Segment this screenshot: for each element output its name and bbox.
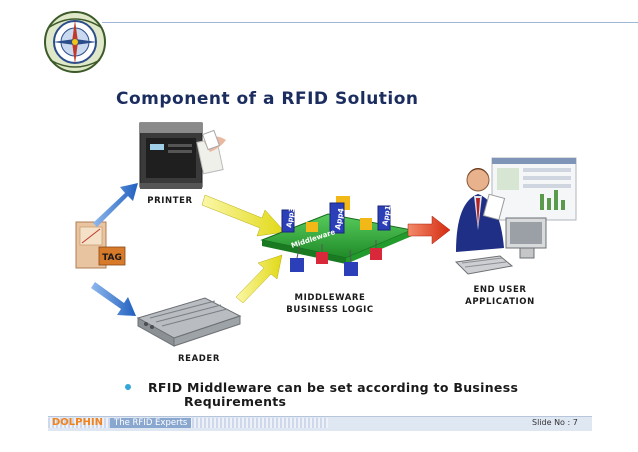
- enduser-workstation: [454, 157, 577, 275]
- tag-label: TAG: [102, 253, 122, 263]
- tag-card: [75, 221, 126, 269]
- arrow-reader-to-middleware: [235, 254, 283, 304]
- printer-device: [139, 122, 226, 189]
- reader-device: [136, 297, 242, 347]
- middleware-board: [260, 196, 414, 276]
- bullet-line2: Requirements: [184, 394, 287, 409]
- bullet-dot: [125, 384, 131, 390]
- arrow-printer-to-middleware: [201, 194, 286, 237]
- enduser-label-line2: APPLICATION: [465, 297, 535, 307]
- bullet-line1: RFID Middleware can be set according to …: [148, 380, 519, 395]
- arrow-tag-to-reader: [91, 282, 136, 316]
- app1-label: App1: [381, 205, 392, 227]
- dolphin-logo-emblem: [44, 11, 106, 73]
- arrow-middleware-to-enduser: [407, 215, 451, 245]
- middleware-label-line1: MIDDLEWARE: [295, 293, 366, 303]
- header-rule: [102, 22, 638, 23]
- footer-slide-number: Slide No : 7: [532, 418, 578, 427]
- slide-title: Component of a RFID Solution: [116, 89, 419, 109]
- footer-tagline: The RFID Experts: [110, 418, 192, 428]
- enduser-label-line1: END USER: [473, 285, 526, 295]
- app3-label: App3: [285, 207, 296, 229]
- reader-label: READER: [178, 354, 220, 364]
- middleware-label-line2: BUSINESS LOGIC: [286, 305, 374, 315]
- printer-label: PRINTER: [147, 196, 192, 206]
- footer-brand: DOLPHIN: [52, 417, 103, 428]
- app4-label: App4: [333, 207, 346, 230]
- arrow-tag-to-printer: [93, 183, 138, 227]
- bullet-text: RFID Middleware can be set according to …: [148, 381, 518, 409]
